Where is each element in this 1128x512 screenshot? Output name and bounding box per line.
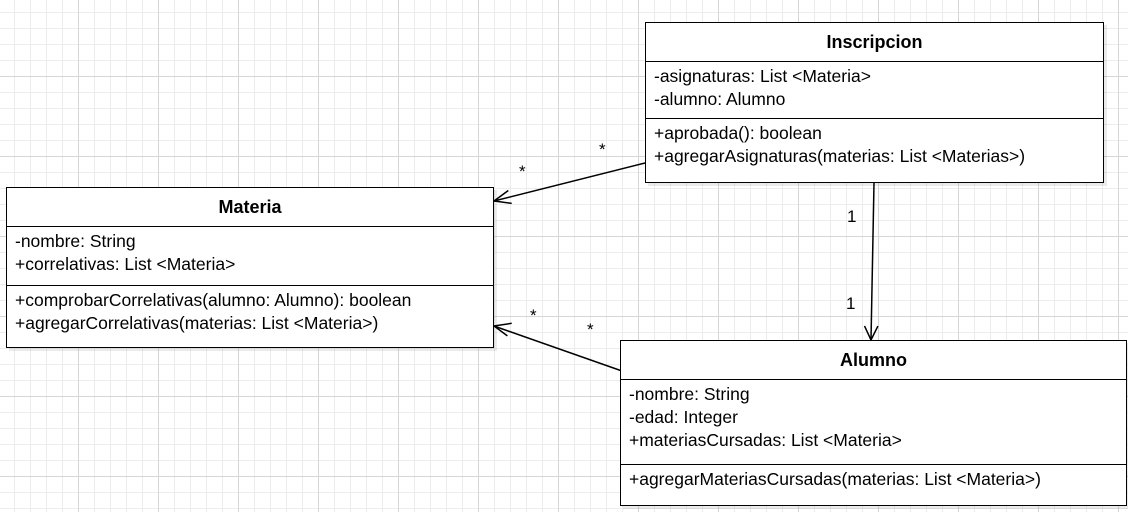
attributes-section: -nombre: String +correlativas: List <Mat… [7, 227, 493, 286]
method-aprobada: +aprobada(): boolean [654, 123, 822, 143]
attribute-nombre: -nombre: String [15, 231, 136, 251]
arrowhead-materia-from-inscripcion [492, 189, 512, 205]
methods-section: +aprobada(): boolean +agregarAsignaturas… [646, 119, 1103, 172]
class-materia[interactable]: Materia -nombre: String +correlativas: L… [6, 187, 494, 348]
edge-inscripcion-alumno[interactable] [870, 182, 875, 341]
class-alumno[interactable]: Alumno -nombre: String -edad: Integer +m… [620, 340, 1127, 506]
class-name: Alumno [621, 341, 1126, 380]
methods-section: +agregarMateriasCursadas(materias: List … [621, 465, 1126, 495]
multiplicity-alumno-materia-source: * [587, 320, 594, 339]
class-inscripcion[interactable]: Inscripcion -asignaturas: List <Materia>… [645, 22, 1104, 183]
attribute-materias-cursadas: +materiasCursadas: List <Materia> [629, 430, 902, 450]
method-agregar-correlativas: +agregarCorrelativas(materias: List <Mat… [15, 313, 379, 333]
class-name: Materia [7, 188, 493, 227]
multiplicity-inscripcion-materia-source: * [599, 140, 606, 159]
edge-alumno-materia[interactable] [493, 325, 623, 372]
attribute-edad: -edad: Integer [629, 407, 738, 427]
arrowhead-materia-from-alumno [492, 322, 512, 337]
method-comprobar-correlativas: +comprobarCorrelativas(alumno: Alumno): … [15, 290, 412, 310]
attribute-nombre: -nombre: String [629, 384, 750, 404]
method-agregar-materias-cursadas: +agregarMateriasCursadas(materias: List … [629, 469, 1041, 489]
multiplicity-inscripcion-materia-target: * [519, 162, 526, 181]
multiplicity-alumno-materia-target: * [530, 306, 537, 325]
attribute-alumno: -alumno: Alumno [654, 89, 786, 109]
attribute-asignaturas: -asignaturas: List <Materia> [654, 66, 871, 86]
edge-inscripcion-materia[interactable] [493, 162, 646, 202]
attribute-correlativas: +correlativas: List <Materia> [15, 254, 236, 274]
class-name: Inscripcion [646, 23, 1103, 62]
multiplicity-inscripcion-alumno-target: 1 [846, 294, 856, 313]
attributes-section: -asignaturas: List <Materia> -alumno: Al… [646, 62, 1103, 119]
multiplicity-inscripcion-alumno-source: 1 [847, 207, 857, 226]
attributes-section: -nombre: String -edad: Integer +materias… [621, 380, 1126, 465]
methods-section: +comprobarCorrelativas(alumno: Alumno): … [7, 286, 493, 339]
method-agregar-asignaturas: +agregarAsignaturas(materias: List <Mate… [654, 146, 1026, 166]
